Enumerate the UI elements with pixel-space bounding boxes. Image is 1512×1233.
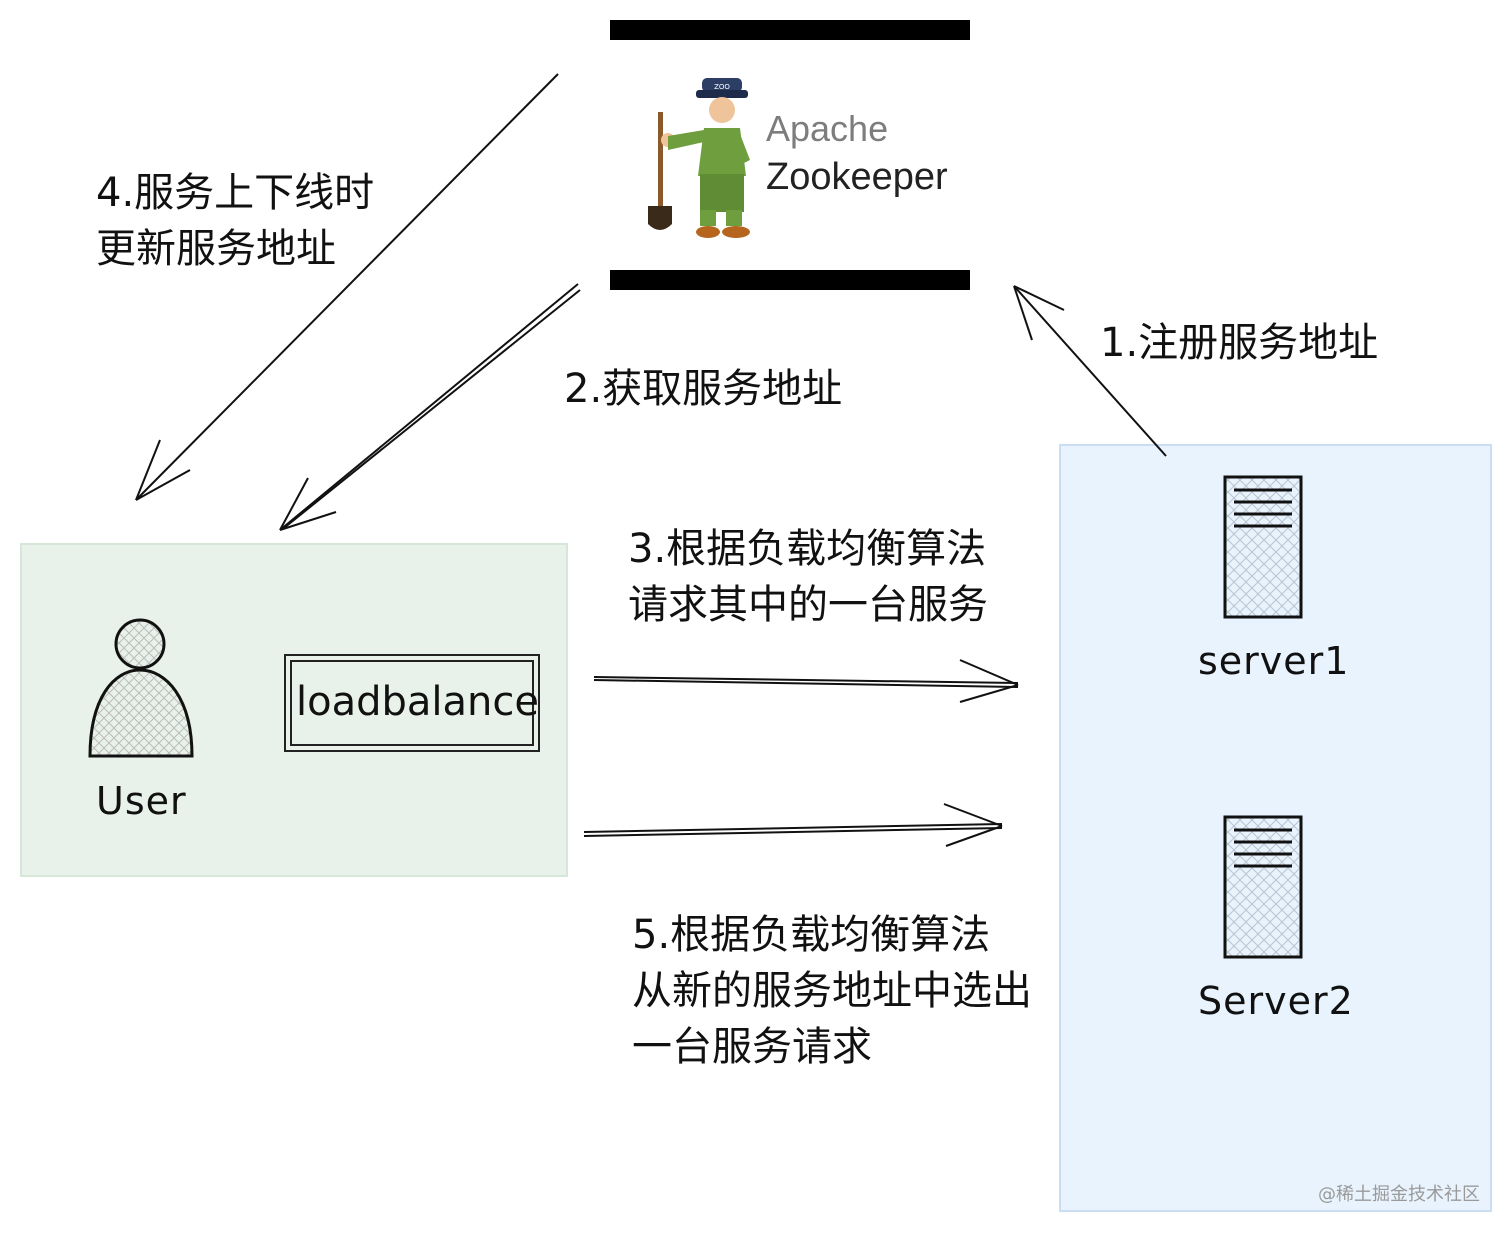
zookeeper-name-text: Zookeeper <box>766 156 948 198</box>
zoo-cap-text: ZOO <box>714 83 730 91</box>
step3-label-line2: 请求其中的一台服务 <box>628 582 988 628</box>
step3-arrow <box>593 659 1019 703</box>
step1-label: 1.注册服务地址 <box>1100 320 1379 366</box>
zookeeper-apache-text: Apache <box>766 108 889 149</box>
loadbalance-label: loadbalance <box>296 679 539 725</box>
watermark-text: @稀土掘金技术社区 <box>1318 1184 1480 1205</box>
server1-label: server1 <box>1198 639 1350 683</box>
step1-arrow <box>1013 285 1167 457</box>
step5-label-line2: 从新的服务地址中选出 <box>632 968 1032 1014</box>
step3-label-line1: 3.根据负载均衡算法 <box>628 526 987 572</box>
server2-icon <box>1223 815 1303 959</box>
zookeeper-bottom-bar <box>610 270 970 290</box>
user-icon <box>88 618 194 758</box>
server1-icon <box>1223 475 1303 619</box>
loadbalance-box <box>284 654 540 752</box>
step5-label-line3: 一台服务请求 <box>632 1024 872 1070</box>
zookeeper-keeper-icon: ZOO <box>648 78 750 238</box>
step5-label-line1: 5.根据负载均衡算法 <box>632 912 991 958</box>
step2-label: 2.获取服务地址 <box>564 366 843 412</box>
zookeeper-top-bar <box>610 20 970 40</box>
user-label: User <box>96 779 187 823</box>
step4-label-line2: 更新服务地址 <box>96 226 336 272</box>
step4-label-line1: 4.服务上下线时 <box>96 170 375 216</box>
step2-arrow <box>279 283 581 531</box>
server2-label: Server2 <box>1198 979 1354 1023</box>
step4-arrow <box>135 73 559 501</box>
step5-arrow <box>583 803 1003 847</box>
